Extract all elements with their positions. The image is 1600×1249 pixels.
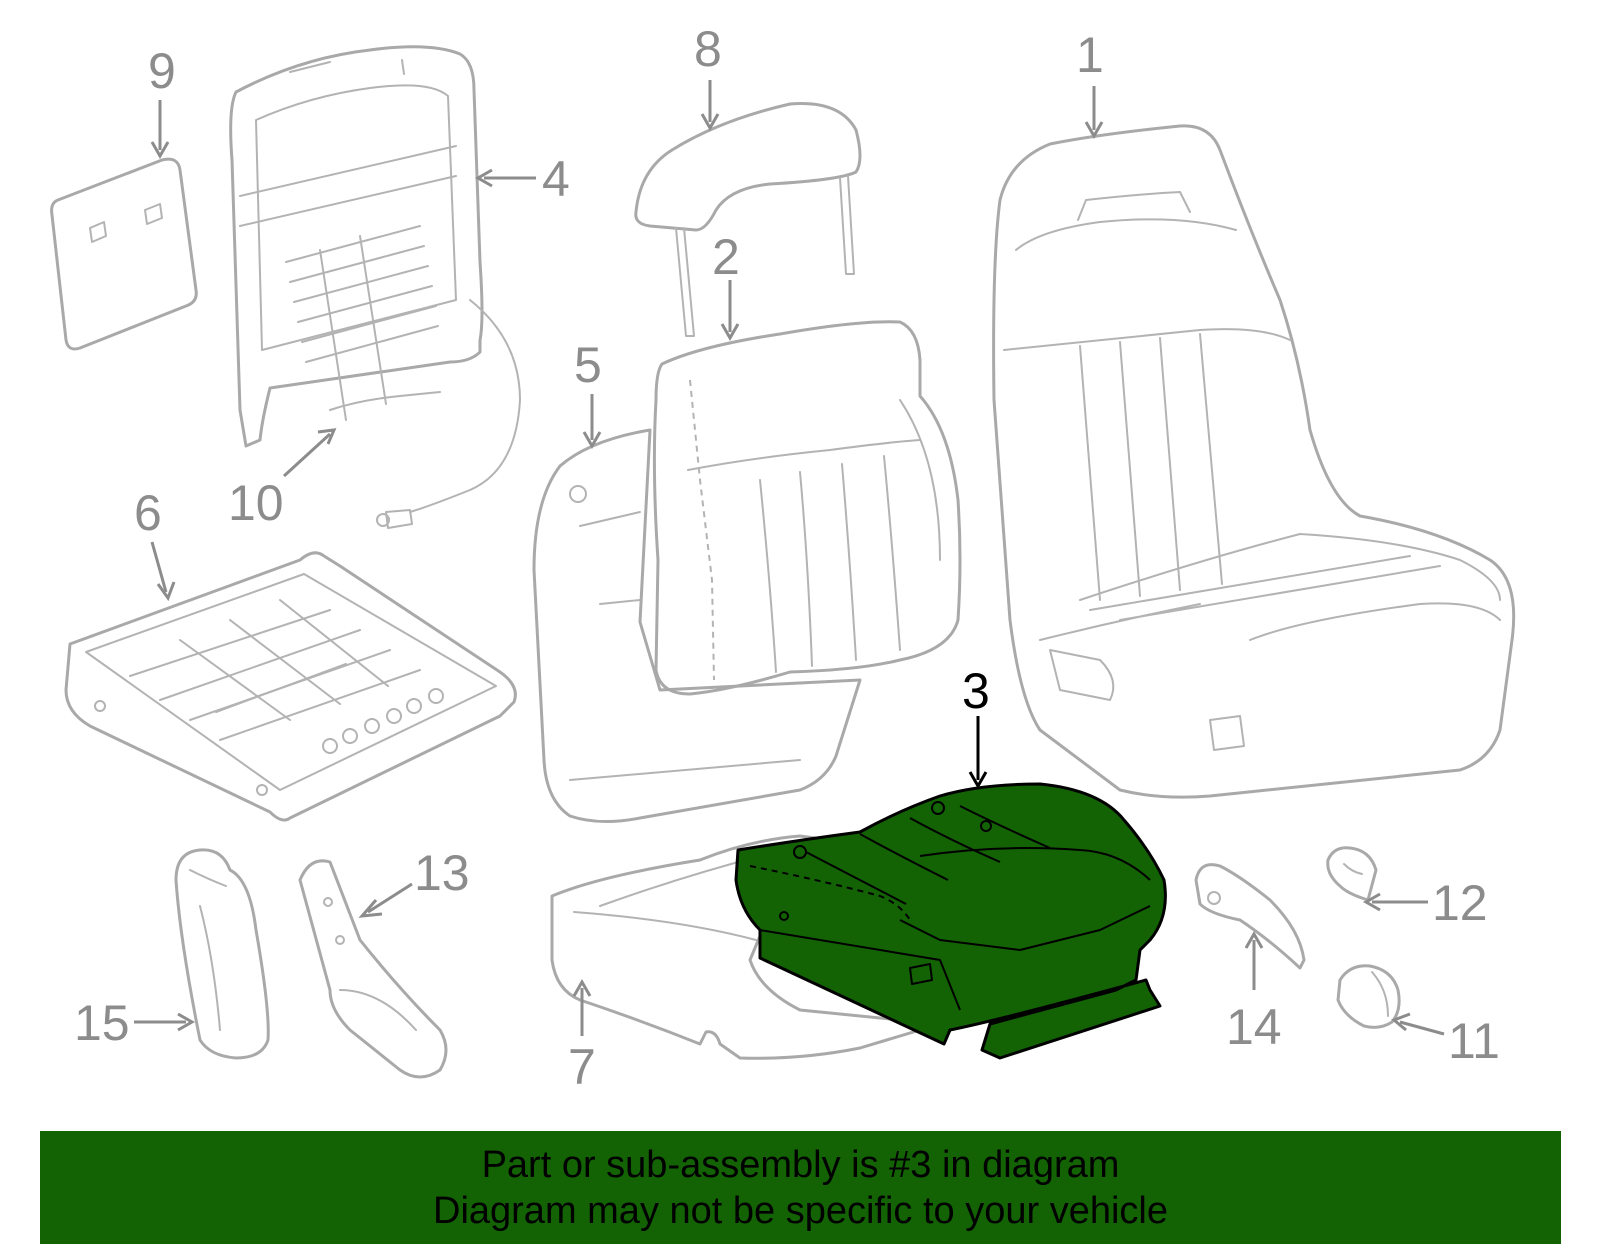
- callout-10: 10: [228, 475, 284, 531]
- callout-1: 1: [1076, 27, 1104, 83]
- part-14-handle: [1194, 863, 1306, 970]
- callout-5: 5: [574, 337, 602, 393]
- callout-leaders: [134, 80, 1445, 1036]
- part-13-bracket: [298, 859, 448, 1079]
- callout-11: 11: [1448, 1013, 1500, 1069]
- callout-3: 3: [962, 663, 990, 719]
- callout-14: 14: [1226, 999, 1282, 1055]
- part-15-trim-panel: [174, 848, 270, 1060]
- part-5-seat-back: [532, 428, 862, 824]
- callout-4: 4: [542, 151, 570, 207]
- callout-numbers: 1 2 3 4 5 6 7 8 9 10 11 12 13 14 15: [74, 21, 1500, 1095]
- banner-line-part: Part or sub-assembly is #3 in diagram: [481, 1143, 1120, 1186]
- part-12-clip: [1326, 846, 1378, 902]
- callout-7: 7: [568, 1039, 596, 1095]
- callout-6: 6: [134, 485, 162, 541]
- callout-9: 9: [148, 43, 176, 99]
- part-8-headrest: [634, 102, 862, 337]
- callout-13: 13: [414, 845, 470, 901]
- banner-line-disclaimer: Diagram may not be specific to your vehi…: [433, 1189, 1168, 1232]
- part-6-cushion-frame: [64, 551, 517, 822]
- callout-2: 2: [712, 229, 740, 285]
- callout-12: 12: [1432, 875, 1488, 931]
- callout-15: 15: [74, 995, 130, 1051]
- part-4-back-frame: [229, 45, 521, 529]
- part-9-panel: [50, 157, 198, 351]
- part-3-cushion-cover: [734, 782, 1167, 1060]
- part-11-knob: [1336, 964, 1401, 1029]
- part-2-back-cover: [652, 320, 962, 696]
- callout-8: 8: [694, 21, 722, 77]
- part-1-seat-assembly: [992, 124, 1516, 799]
- info-banner: Part or sub-assembly is #3 in diagram Di…: [40, 1131, 1561, 1244]
